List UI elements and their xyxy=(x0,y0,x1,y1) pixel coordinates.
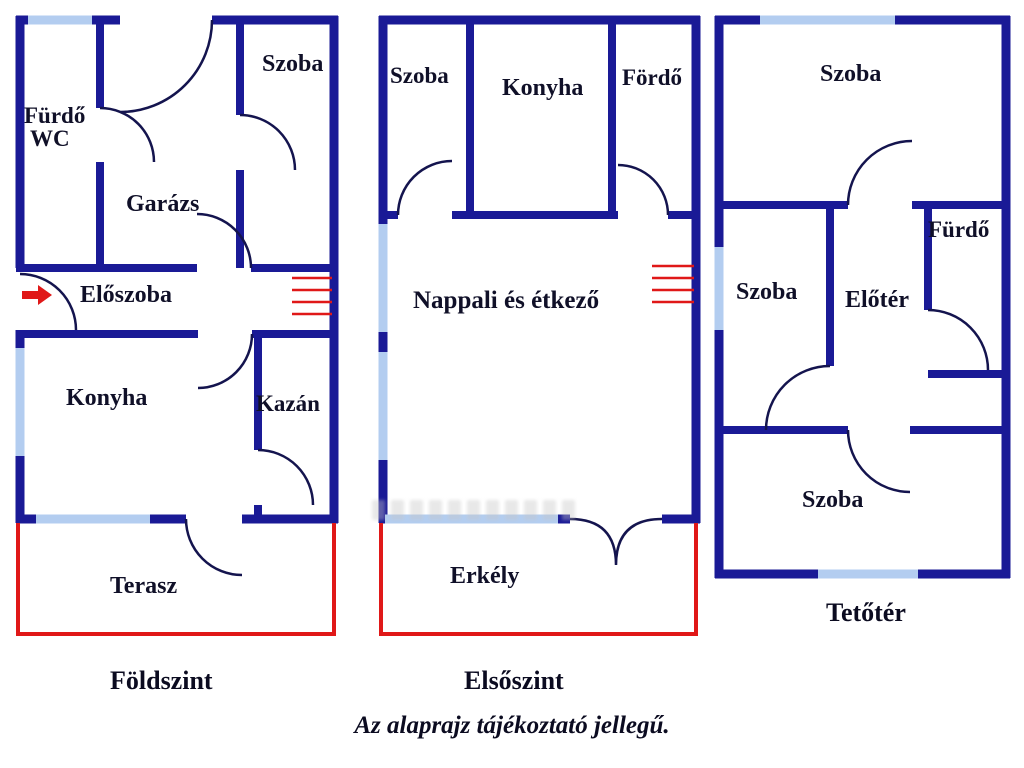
first-stairs-lines xyxy=(652,264,694,304)
room-label-attic-furdo: Fürdő xyxy=(928,217,990,242)
room-label-terasz: Terasz xyxy=(110,573,178,599)
room-label-nappali: Nappali és étkező xyxy=(413,287,600,314)
room-label-ground-konyha: Konyha xyxy=(66,385,148,411)
room-label-eloszoba: Előszoba xyxy=(80,282,173,308)
room-label-furdo-wc-line2: WC xyxy=(30,126,70,151)
room-label-attic-szoba-left: Szoba xyxy=(736,279,798,305)
ground-floor-plan xyxy=(15,15,339,636)
room-label-furdo-wc-line1: Fürdő xyxy=(24,103,86,128)
disclaimer-caption: Az alaprajz tájékoztató jellegű. xyxy=(354,712,670,739)
first-door-arcs xyxy=(396,159,670,566)
first-floor-plan xyxy=(378,15,701,636)
entrance-arrow-icon xyxy=(22,285,52,305)
first-interior-walls xyxy=(379,20,700,219)
room-label-garazs: Garázs xyxy=(126,191,200,217)
room-label-ground-szoba: Szoba xyxy=(262,51,324,77)
floor-name-attic: Tetőtér xyxy=(826,598,906,627)
room-label-fordo: Fördő xyxy=(622,65,683,90)
attic-door-arcs xyxy=(764,139,990,494)
attic-interior-walls xyxy=(715,201,1010,434)
floor-name-ground: Földszint xyxy=(110,666,213,695)
balcony-outline xyxy=(379,523,698,636)
first-windows xyxy=(378,224,558,524)
attic-floor-plan xyxy=(714,15,1011,579)
ground-door-arcs xyxy=(19,19,315,577)
ground-windows xyxy=(15,15,150,524)
watermark xyxy=(372,500,577,520)
ground-interior-walls xyxy=(16,20,338,519)
floor-name-first: Elsőszint xyxy=(464,666,564,695)
room-label-kazan: Kazán xyxy=(256,391,320,416)
attic-windows xyxy=(714,15,918,579)
room-label-first-szoba: Szoba xyxy=(390,63,449,88)
ground-stairs-lines xyxy=(292,276,332,316)
room-label-attic-szoba-bottom: Szoba xyxy=(802,487,864,513)
room-label-erkely: Erkély xyxy=(450,563,520,589)
room-label-first-konyha: Konyha xyxy=(502,75,584,101)
room-label-attic-szoba-top: Szoba xyxy=(820,61,882,87)
terrace-outline xyxy=(16,523,336,636)
room-label-eloter: Előtér xyxy=(845,287,909,313)
